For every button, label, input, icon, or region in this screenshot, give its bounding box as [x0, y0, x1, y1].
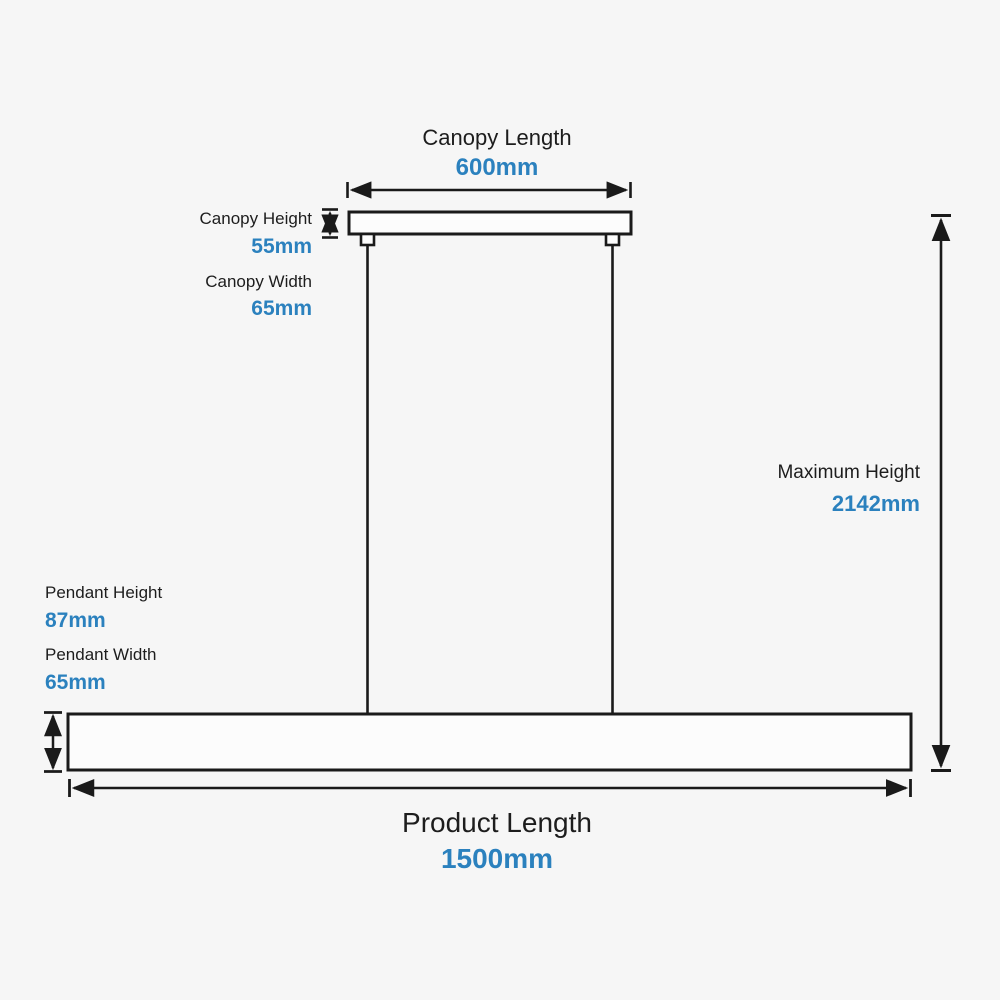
canopy-outline — [347, 210, 633, 236]
canopy-length-dimension — [346, 181, 632, 199]
canopy-height-dimension — [321, 208, 339, 239]
product-length-dimension — [68, 779, 912, 797]
canopy-height-value: 55mm — [251, 235, 312, 258]
pendant-height-dimension — [44, 711, 62, 773]
maximum-height-value: 2142mm — [831, 491, 920, 516]
product-length-label: Product Length — [402, 807, 592, 838]
canopy-width-label: Canopy Width — [205, 272, 312, 291]
canopy-width-value: 65mm — [251, 297, 312, 320]
maximum-height-dimension — [931, 214, 951, 772]
cable-connector-left — [359, 232, 376, 247]
pendant-height-label: Pendant Height — [45, 583, 163, 602]
canopy-length-value: 600mm — [455, 154, 539, 181]
pendant-height-value: 87mm — [45, 609, 106, 632]
product-length-value: 1500mm — [440, 843, 554, 874]
pendant-width-value: 65mm — [45, 671, 106, 694]
canopy-height-label: Canopy Height — [199, 209, 312, 228]
pendant-width-label: Pendant Width — [45, 645, 157, 664]
pendant-outline — [66, 712, 913, 772]
maximum-height-label: Maximum Height — [777, 462, 920, 483]
cable-connector-right — [604, 232, 621, 247]
canopy-length-label: Canopy Length — [422, 125, 572, 150]
